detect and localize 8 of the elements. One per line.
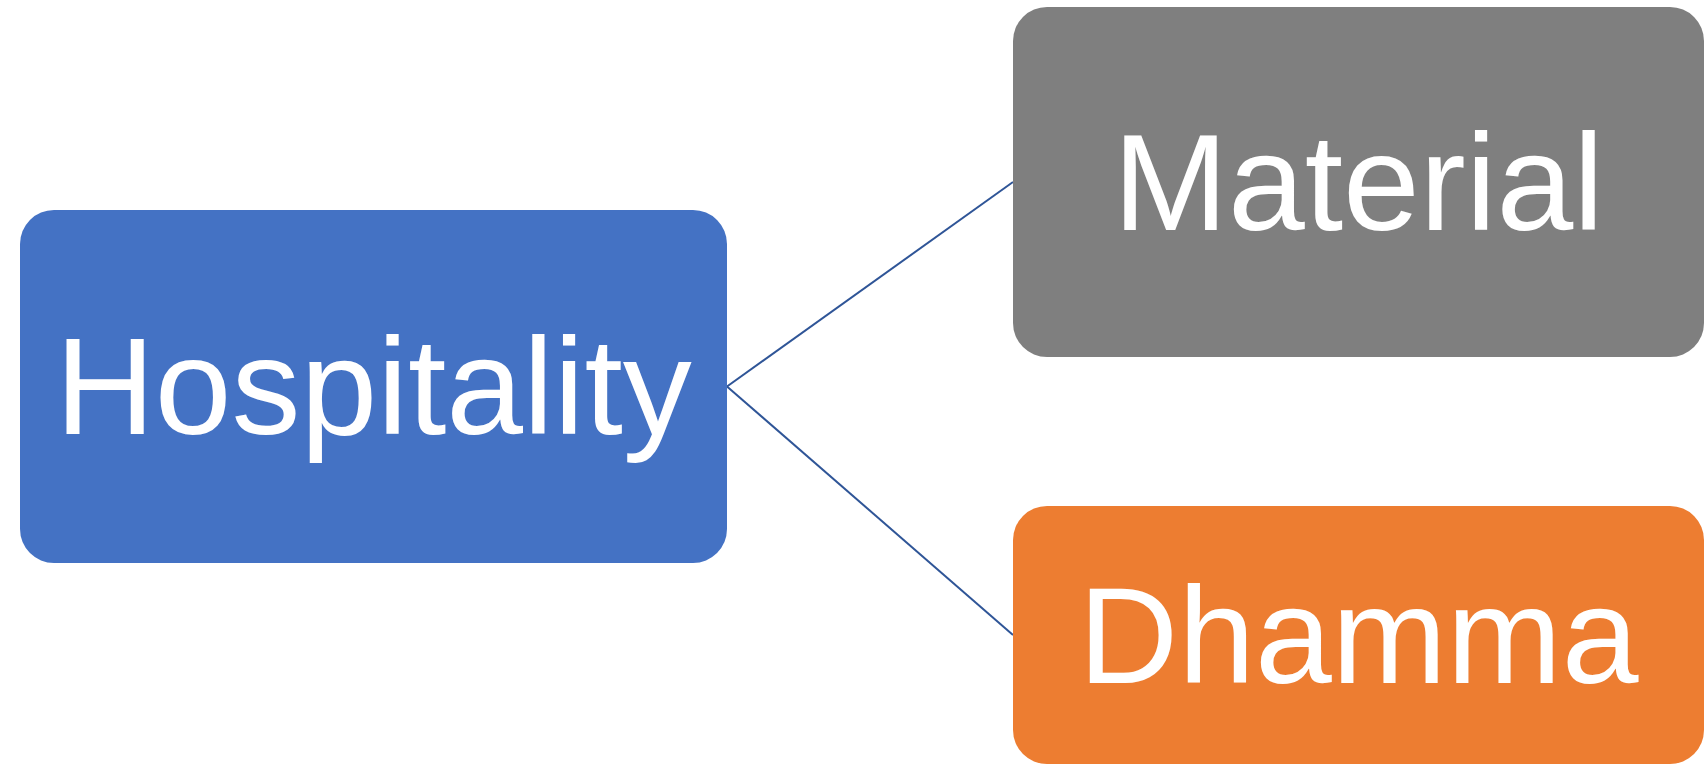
rounded-box [20,210,727,563]
rounded-box [1013,7,1704,357]
node-label: Hospitality [55,308,692,465]
connector-line [726,385,1014,636]
connector-line [726,181,1014,388]
rounded-box [1013,506,1704,764]
node-label: Material [1113,103,1604,261]
node-label: Dhamma [1078,556,1639,714]
